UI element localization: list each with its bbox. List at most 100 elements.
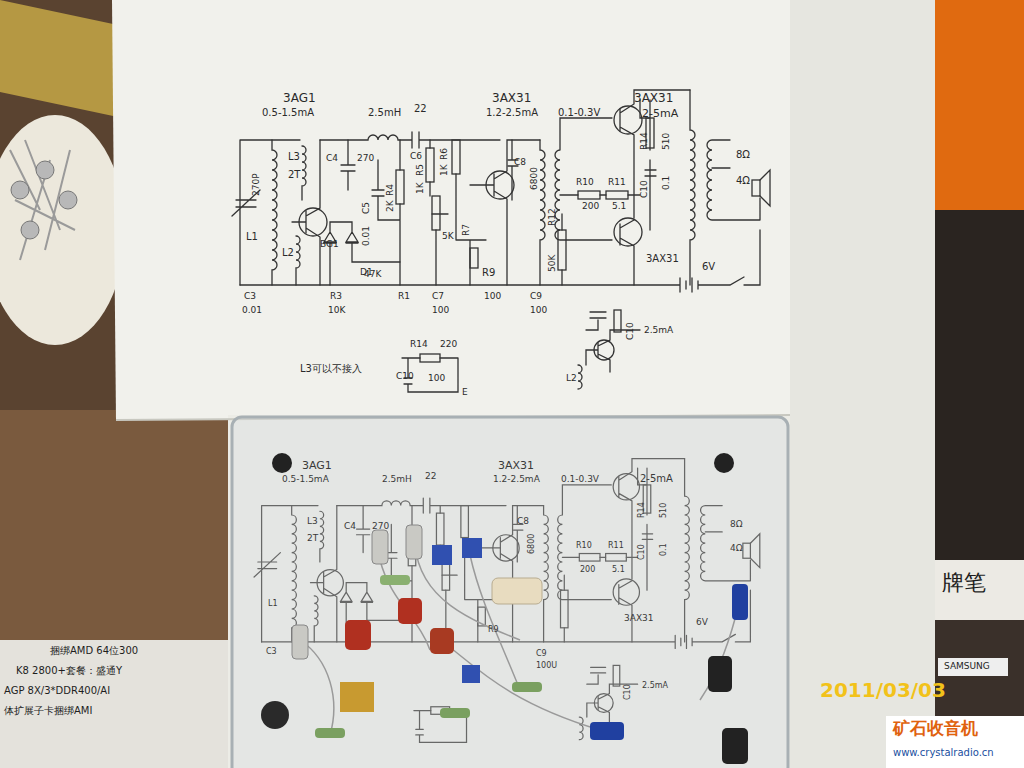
component-label: L2 — [282, 248, 294, 258]
component-label: 22 — [414, 104, 427, 114]
component-label: 8Ω — [736, 150, 750, 160]
case-print-label: C10 — [638, 544, 646, 560]
case-print-label: C4 — [344, 522, 356, 531]
component-label: 0.1 — [662, 176, 671, 190]
case-print-label: 8Ω — [730, 520, 743, 529]
case-print-label: 100U — [536, 662, 557, 670]
background-text: 体扩展子卡捆绑AMI — [4, 706, 92, 716]
case-print-label: 200 — [580, 566, 595, 574]
watermark-title: 矿石收音机 — [893, 720, 978, 737]
case-print-label: 0.1-0.3V — [561, 475, 599, 484]
component-label: L3可以不接入 — [300, 364, 362, 374]
component-label: 270P — [252, 173, 261, 196]
background-text: 牌笔 — [942, 572, 986, 594]
case-print-label: C10 — [624, 684, 632, 700]
component-label: 0.01 — [242, 306, 262, 315]
component-label: R9 — [482, 268, 495, 278]
component-label: 2.5mH — [368, 108, 401, 118]
component-label: BG1 — [320, 240, 339, 249]
component-label: R10 — [576, 178, 594, 187]
case-print-label: 0.1 — [660, 543, 668, 556]
component-label: R7 — [462, 224, 471, 236]
component-label: 2.5mA — [644, 326, 673, 335]
case-print-label: 4Ω — [730, 544, 743, 553]
component-label: C10 — [396, 372, 414, 381]
case-print-label: R10 — [576, 542, 592, 550]
component-label: 6V — [702, 262, 715, 272]
component-label: C9 — [530, 292, 542, 301]
component-label: L1 — [246, 232, 258, 242]
component-label: R14 — [640, 132, 649, 150]
component-label: 270 — [357, 154, 374, 163]
case-print-label: 2T — [307, 534, 318, 543]
component-label: 6800 — [530, 167, 539, 190]
date-stamp: 2011/03/03 — [820, 680, 946, 700]
component-label: E — [462, 388, 468, 397]
component-label: 47K — [364, 270, 381, 279]
background-text: SAMSUNG — [944, 662, 990, 671]
case-print-label: 3AX31 — [624, 614, 654, 623]
component-label: 4Ω — [736, 176, 750, 186]
component-label: 510 — [662, 133, 671, 150]
component-label: R3 — [330, 292, 342, 301]
case-print-label: R9 — [488, 626, 499, 634]
component-label: 3AX31 — [634, 92, 673, 104]
component-label: 220 — [440, 340, 457, 349]
component-label: R6 — [440, 148, 449, 160]
component-label: 5K — [442, 232, 454, 241]
component-label: R11 — [608, 178, 626, 187]
case-print-label: 2.5mH — [382, 475, 412, 484]
component-label: R1 — [398, 292, 410, 301]
component-label: 0.01 — [362, 226, 371, 246]
component-label: 0.1-0.3V — [558, 108, 600, 118]
case-print-label: 0.5-1.5mA — [282, 475, 329, 484]
background-text: 捆绑AMD 64位300 — [50, 646, 138, 656]
case-print-label: 270 — [372, 522, 389, 531]
case-print-label: R11 — [608, 542, 624, 550]
case-print-label: 1.2-2.5mA — [493, 475, 540, 484]
case-print-label: 2-5mA — [640, 474, 673, 484]
case-print-label: 3AG1 — [302, 460, 332, 471]
component-label: 3AX31 — [492, 92, 531, 104]
component-label: 0.5-1.5mA — [262, 108, 314, 118]
case-print-label: 2.5mA — [642, 682, 668, 690]
component-label: R14 — [410, 340, 428, 349]
component-label: R4 — [386, 184, 395, 196]
background-text: AGP 8X/3*DDR400/AI — [4, 686, 110, 696]
component-label: R12 — [548, 208, 557, 226]
case-print-label: 6800 — [528, 534, 536, 554]
component-label: C4 — [326, 154, 338, 163]
component-label: 100 — [484, 292, 501, 301]
component-label: L3 — [288, 152, 300, 162]
watermark-url: www.crystalradio.cn — [893, 748, 994, 758]
component-label: C3 — [244, 292, 256, 301]
component-label: 100 — [530, 306, 547, 315]
case-print-label: 22 — [425, 472, 436, 481]
component-label: 100 — [432, 306, 449, 315]
component-label: 3AG1 — [283, 92, 316, 104]
component-label: R5 — [416, 164, 425, 176]
component-label: C10 — [626, 322, 635, 340]
component-label: 50K — [548, 255, 557, 272]
component-label: C7 — [432, 292, 444, 301]
case-print-label: C3 — [266, 648, 277, 656]
component-label: 5.1 — [612, 202, 626, 211]
component-label: 100 — [428, 374, 445, 383]
case-print-label: 6V — [696, 618, 708, 627]
component-label: 1.2-2.5mA — [486, 108, 538, 118]
component-label: 2K — [386, 200, 395, 212]
component-label: 3AX31 — [646, 254, 679, 264]
component-label: L2 — [566, 374, 577, 383]
component-label: C6 — [410, 152, 422, 161]
component-label: C5 — [362, 202, 371, 214]
component-label: 2T — [288, 170, 300, 180]
component-label: 2-5mA — [642, 108, 678, 119]
case-print-label: L3 — [307, 517, 318, 526]
component-label: 1K — [416, 182, 425, 194]
case-print-label: C8 — [517, 517, 529, 526]
component-label: C8 — [514, 158, 526, 167]
case-print-label: R14 — [638, 502, 646, 518]
component-label: 10K — [328, 306, 345, 315]
case-print-label: L1 — [268, 600, 278, 608]
case-print-label: C9 — [536, 650, 547, 658]
